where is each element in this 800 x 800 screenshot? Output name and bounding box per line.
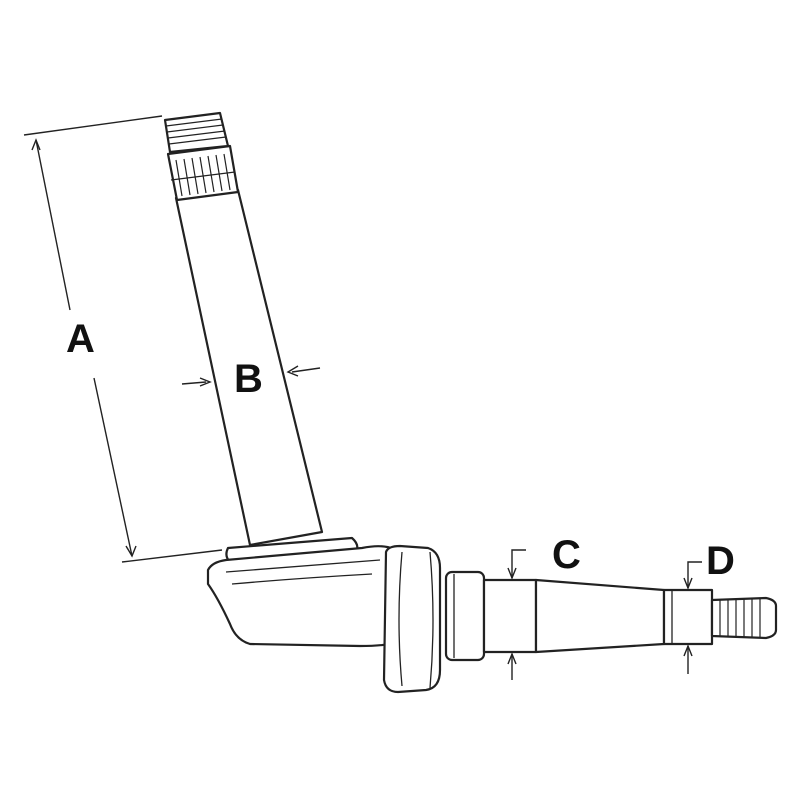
dimension-d: D [683,539,735,674]
dimension-a: A [23,115,223,563]
dimension-b: B [181,357,321,401]
cap-threads [165,118,227,145]
dimension-c: C [507,533,581,680]
knuckle-body [206,536,406,648]
stub-collar [444,570,486,662]
tip-splines [719,599,761,637]
collar-splines [170,153,236,197]
upper-shaft [163,111,324,547]
label-a: A [66,317,95,361]
hub-flange [382,544,442,694]
label-c: C [552,533,581,577]
label-d: D [706,539,735,583]
label-b: B [234,357,263,401]
stub-axle [482,578,778,654]
